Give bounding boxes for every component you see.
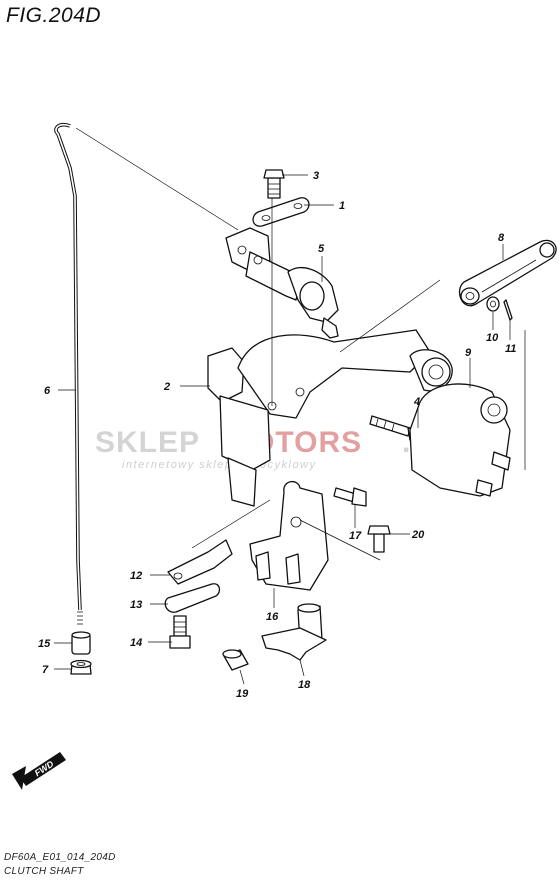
part-14-bolt[interactable] bbox=[169, 615, 191, 649]
callout-18: 18 bbox=[298, 679, 311, 691]
callout-2: 2 bbox=[163, 381, 170, 393]
callout-10: 10 bbox=[486, 332, 499, 344]
callouts: 3 1 5 8 10 11 9 2 4 6 17 20 12 13 16 14 bbox=[38, 170, 516, 700]
callout-19: 19 bbox=[236, 688, 249, 700]
figure-title: FIG.204D bbox=[6, 4, 102, 27]
leader-arm bbox=[339, 279, 441, 353]
part-6-rod[interactable] bbox=[54, 122, 83, 625]
part-12-lever[interactable] bbox=[167, 539, 233, 585]
part-3-bolt[interactable] bbox=[263, 169, 285, 199]
watermark-brand-1: SKLEP bbox=[95, 426, 200, 459]
callout-12: 12 bbox=[130, 570, 142, 582]
part-2-bracket[interactable] bbox=[207, 329, 453, 507]
leader-rod-top bbox=[75, 127, 239, 231]
callout-1: 1 bbox=[339, 200, 345, 212]
watermark-tagline: internetowy sklep motocyklowy bbox=[122, 459, 317, 471]
callout-4: 4 bbox=[413, 396, 420, 408]
part-13-plate[interactable] bbox=[164, 583, 221, 613]
figure-code: DF60A_E01_014_204D bbox=[4, 852, 116, 863]
part-1-plate[interactable] bbox=[252, 197, 310, 227]
callout-3: 3 bbox=[313, 170, 319, 182]
callout-11: 11 bbox=[505, 343, 516, 355]
part-19-bushing[interactable] bbox=[222, 649, 249, 671]
callout-16: 16 bbox=[266, 611, 279, 623]
callout-17: 17 bbox=[349, 530, 362, 542]
part-17-bolt[interactable] bbox=[333, 487, 367, 507]
part-11-pin[interactable] bbox=[503, 299, 513, 321]
part-20-bolt[interactable] bbox=[367, 525, 391, 553]
part-8-arm[interactable] bbox=[459, 239, 557, 307]
callout-9: 9 bbox=[465, 347, 472, 359]
callout-8: 8 bbox=[498, 232, 505, 244]
leader-lever bbox=[191, 499, 271, 549]
fwd-badge: FWD bbox=[12, 752, 66, 790]
callout-14: 14 bbox=[130, 637, 142, 649]
callout-5: 5 bbox=[318, 243, 325, 255]
part-9-cover[interactable] bbox=[409, 383, 511, 497]
part-15-sleeve[interactable] bbox=[71, 631, 91, 655]
part-5-linkage[interactable] bbox=[225, 227, 339, 339]
figure-name: CLUTCH SHAFT bbox=[4, 866, 84, 877]
part-16-bracket[interactable] bbox=[249, 481, 329, 591]
part-7-nut[interactable] bbox=[70, 659, 92, 675]
callout-7: 7 bbox=[42, 664, 49, 676]
leader-bracket bbox=[299, 519, 381, 561]
callout-13: 13 bbox=[130, 599, 142, 611]
callout-6: 6 bbox=[44, 385, 51, 397]
callout-15: 15 bbox=[38, 638, 51, 650]
part-18-fork[interactable] bbox=[261, 603, 327, 661]
callout-20: 20 bbox=[411, 529, 425, 541]
part-10-washer[interactable] bbox=[486, 296, 500, 312]
